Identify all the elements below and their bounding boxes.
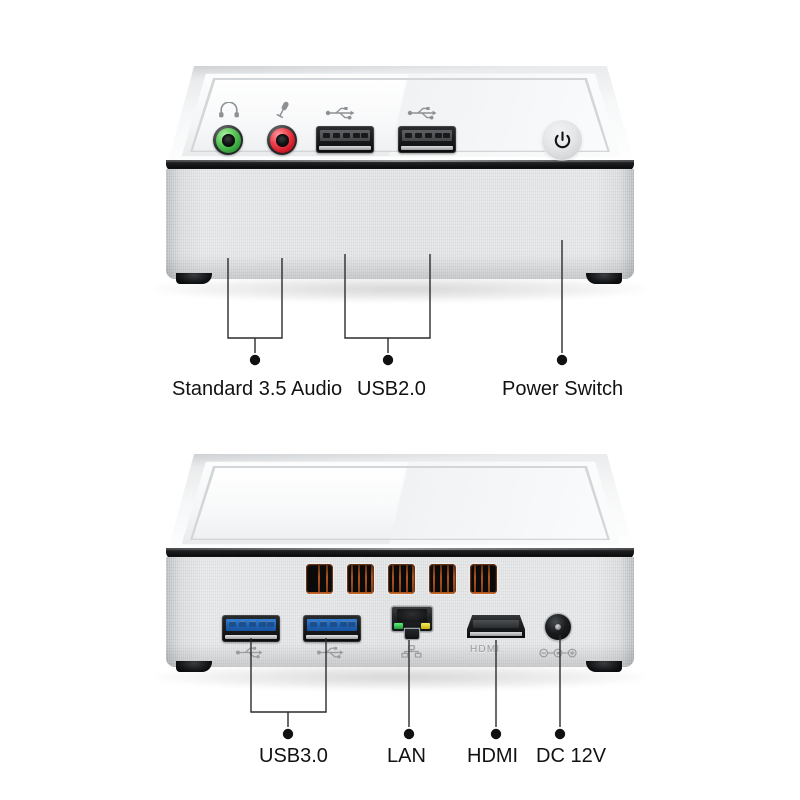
lan-body	[392, 607, 432, 631]
usb-lip	[306, 635, 358, 639]
leader-dot-dc	[554, 728, 566, 740]
front-bezel-band	[166, 160, 634, 171]
microphone-jack[interactable]	[267, 125, 297, 155]
usb-tongue	[402, 130, 452, 141]
hdmi-silkscreen-label: HDMI	[470, 644, 501, 655]
headphone-icon	[218, 101, 240, 118]
callout-label-power: Power Switch	[502, 378, 624, 400]
front-device-shadow	[156, 276, 644, 302]
power-switch-button[interactable]	[542, 120, 582, 160]
usb2-port-2[interactable]	[398, 126, 456, 153]
rear-device-shadow	[156, 664, 644, 690]
microphone-icon	[274, 100, 292, 120]
callout-label-audio: Standard 3.5 Audio	[172, 378, 343, 400]
callout-label-usb2: USB2.0	[357, 378, 426, 400]
top-panel-inner-surface	[192, 467, 608, 539]
vent-grille	[306, 564, 333, 594]
vent-grille	[470, 564, 497, 594]
usb-icon	[316, 646, 346, 659]
callout-label-hdmi: HDMI	[467, 745, 519, 767]
leader-dot-hdmi	[490, 728, 502, 740]
lan-port[interactable]	[392, 607, 432, 639]
lan-led-yellow	[421, 623, 430, 629]
callout-label-lan: LAN	[387, 745, 426, 767]
usb-icon	[407, 106, 439, 120]
leader-dot-usb3	[282, 728, 294, 740]
front-panel-face	[166, 169, 634, 279]
front-foot-left	[176, 273, 212, 284]
leader-dot-audio	[249, 354, 261, 366]
leader-dot-power	[556, 354, 568, 366]
vent-grille	[347, 564, 374, 594]
leader-dot-usb2	[382, 354, 394, 366]
rear-view-device: HDMI	[156, 452, 644, 690]
jack-hole	[221, 133, 235, 147]
usb-lip	[319, 146, 371, 150]
front-view-device	[156, 64, 644, 302]
network-icon	[401, 645, 422, 658]
jack-hole	[275, 133, 289, 147]
hdmi-port[interactable]	[467, 615, 525, 638]
callout-label-dc: DC 12V	[536, 745, 607, 767]
usb-icon	[235, 646, 265, 659]
dc-power-jack[interactable]	[545, 614, 571, 640]
usb-lip	[401, 146, 453, 150]
usb-tongue	[320, 130, 370, 141]
usb-lip	[225, 635, 277, 639]
rear-bezel-band	[166, 548, 634, 559]
hdmi-lip	[470, 632, 522, 636]
rear-foot-right	[586, 661, 622, 672]
usb-tongue	[226, 618, 276, 631]
vent-grille	[429, 564, 456, 594]
usb2-port-1[interactable]	[316, 126, 374, 153]
hdmi-inner	[473, 620, 519, 628]
front-foot-right	[586, 273, 622, 284]
vent-grille	[388, 564, 415, 594]
callout-label-usb3: USB3.0	[259, 745, 328, 767]
usb-tongue	[307, 618, 357, 631]
rear-top-panel	[166, 452, 634, 552]
lan-led-green	[394, 623, 403, 629]
usb-icon	[325, 106, 357, 120]
power-icon	[554, 131, 570, 148]
usb3-port-1[interactable]	[222, 615, 280, 642]
lan-clip-tab	[405, 629, 419, 639]
leader-dot-lan	[403, 728, 415, 740]
headphone-jack[interactable]	[213, 125, 243, 155]
usb3-port-2[interactable]	[303, 615, 361, 642]
dc-polarity-icon	[539, 646, 577, 658]
rear-foot-left	[176, 661, 212, 672]
lan-cavity	[397, 609, 427, 622]
front-top-panel	[166, 64, 634, 164]
